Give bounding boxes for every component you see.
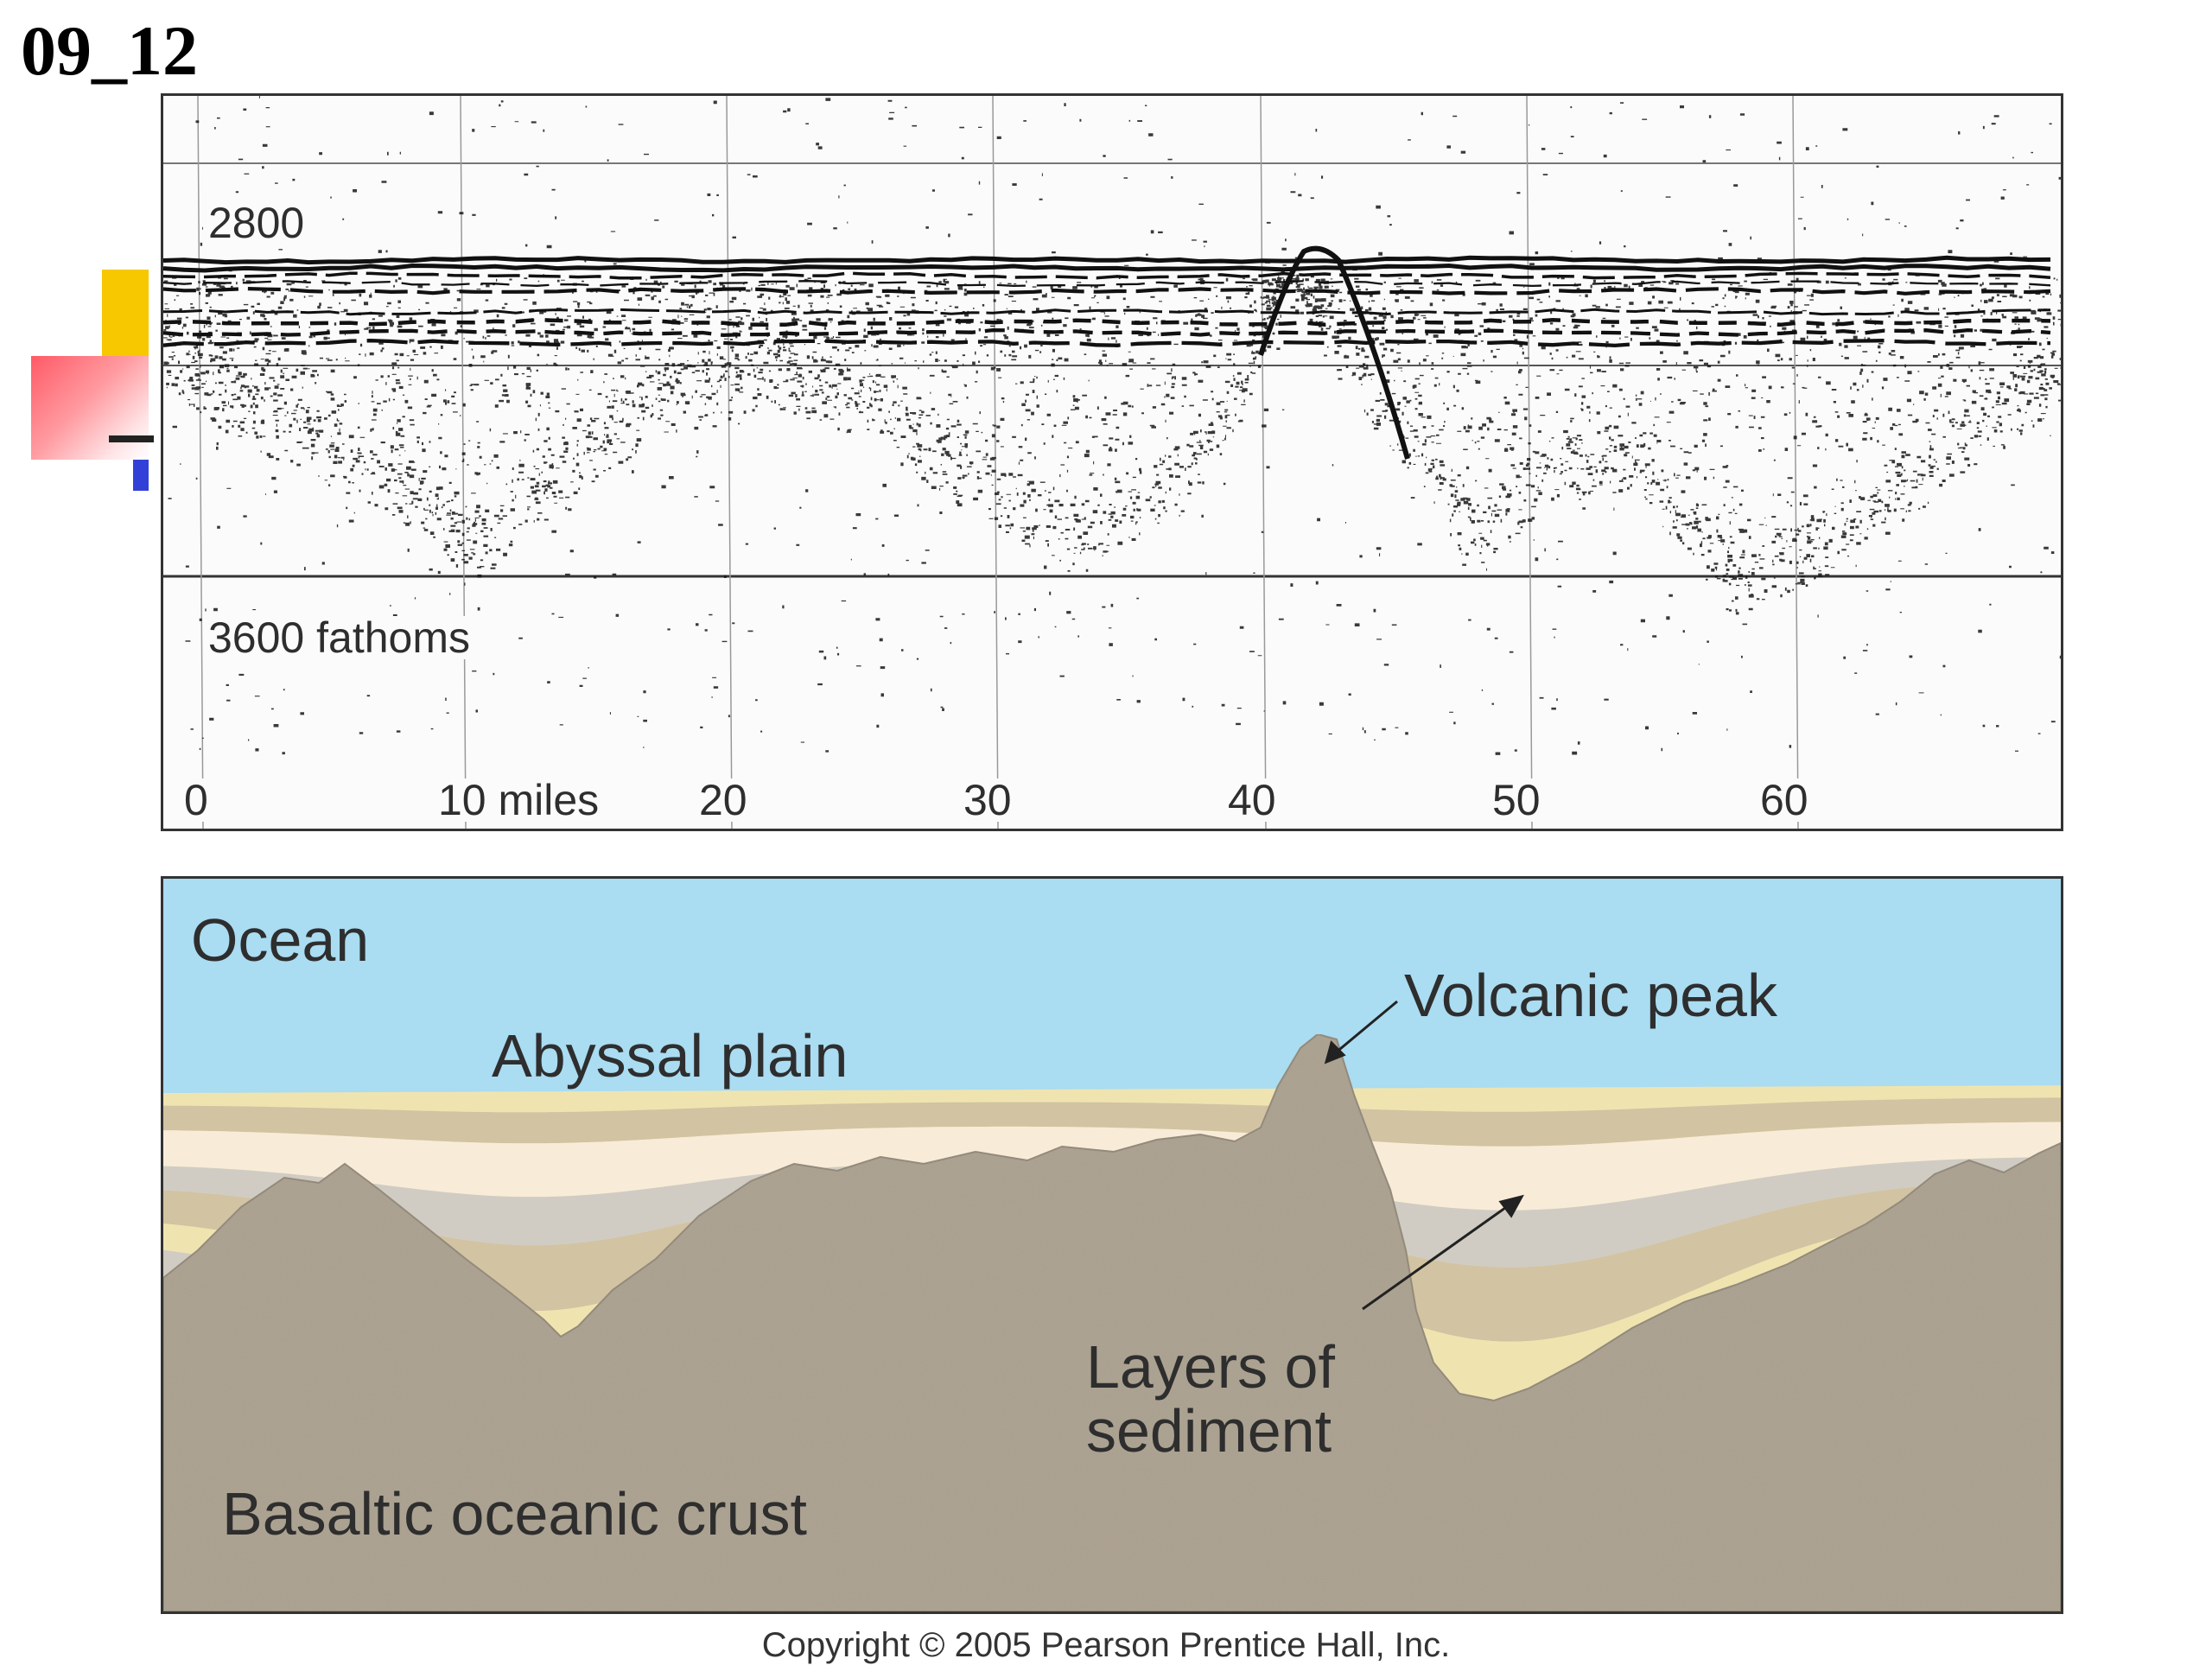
distance-tick-40: 40 — [1223, 778, 1281, 822]
decorative-blue-block — [133, 460, 149, 491]
sediment-label-line2: sediment — [1086, 1397, 1332, 1465]
sediment-layer-cream — [163, 1122, 2061, 1211]
distance-tick-30: 30 — [958, 778, 1017, 822]
sediment-layer-tan-upper — [163, 1097, 2061, 1147]
sonar-grid — [163, 96, 2061, 829]
sonar-reflector-bands — [163, 245, 2051, 460]
decorative-red-gradient-block — [31, 356, 149, 460]
basaltic-crust-and-volcanic-peak — [163, 1033, 2061, 1611]
abyssal-plain-label: Abyssal plain — [492, 1022, 849, 1090]
distance-tick-20: 20 — [694, 778, 753, 822]
depth-label-3600: 3600 fathoms — [203, 616, 475, 659]
sonar-reflector-line — [163, 271, 2051, 280]
volcanic-peak-label: Volcanic peak — [1404, 962, 1777, 1029]
sonar-peak-echo — [1258, 245, 1410, 460]
basaltic-crust-label: Basaltic oceanic crust — [222, 1480, 807, 1547]
ocean-label: Ocean — [191, 906, 370, 974]
sonar-reflector-line — [163, 327, 2051, 338]
distance-tick-50: 50 — [1487, 778, 1546, 822]
sonar-reflector-line — [163, 286, 2051, 296]
decorative-yellow-block — [102, 270, 149, 356]
sonar-reflector-line — [163, 308, 2051, 316]
distance-tick-60: 60 — [1755, 778, 1814, 822]
sonar-profile-panel: 2800 3600 fathoms 0 10 miles 20 30 40 50… — [161, 93, 2063, 831]
cross-section-panel: Ocean Abyssal plain Volcanic peak Layers… — [161, 876, 2063, 1614]
ocean-water — [163, 879, 2061, 1103]
sonar-distance-line — [197, 96, 204, 829]
depth-label-2800: 2800 — [203, 201, 310, 245]
sonar-reflector-line — [163, 339, 2051, 348]
sediment-layer-tan-middle — [163, 1179, 2061, 1342]
sonar-reflector-line — [163, 280, 2051, 288]
sediment-arrow — [1362, 1194, 1524, 1311]
distance-tick-0: 0 — [179, 778, 213, 822]
sonar-distance-line — [460, 96, 467, 829]
sediment-label-line1: Layers of — [1086, 1333, 1335, 1401]
sonar-distance-line — [1526, 96, 1533, 829]
sonar-reflector-line — [163, 255, 2051, 265]
sonar-profile-image — [163, 96, 2061, 829]
sonar-distance-line — [1260, 96, 1267, 829]
sonar-distance-line — [1792, 96, 1799, 829]
sonar-distance-line — [992, 96, 999, 829]
sediment-layer-gray — [163, 1156, 2061, 1268]
distance-tick-10: 10 miles — [433, 778, 605, 822]
copyright-notice: Copyright © 2005 Pearson Prentice Hall, … — [761, 1626, 1451, 1664]
cross-section-diagram — [163, 879, 2061, 1611]
sonar-reflector-line — [163, 263, 2051, 273]
volcanic-peak-arrow — [1324, 1000, 1398, 1064]
slide-title: 09_12 — [21, 11, 198, 90]
sonar-distance-line — [726, 96, 733, 829]
sonar-reflector-line — [163, 317, 2051, 327]
decorative-line — [109, 435, 154, 442]
